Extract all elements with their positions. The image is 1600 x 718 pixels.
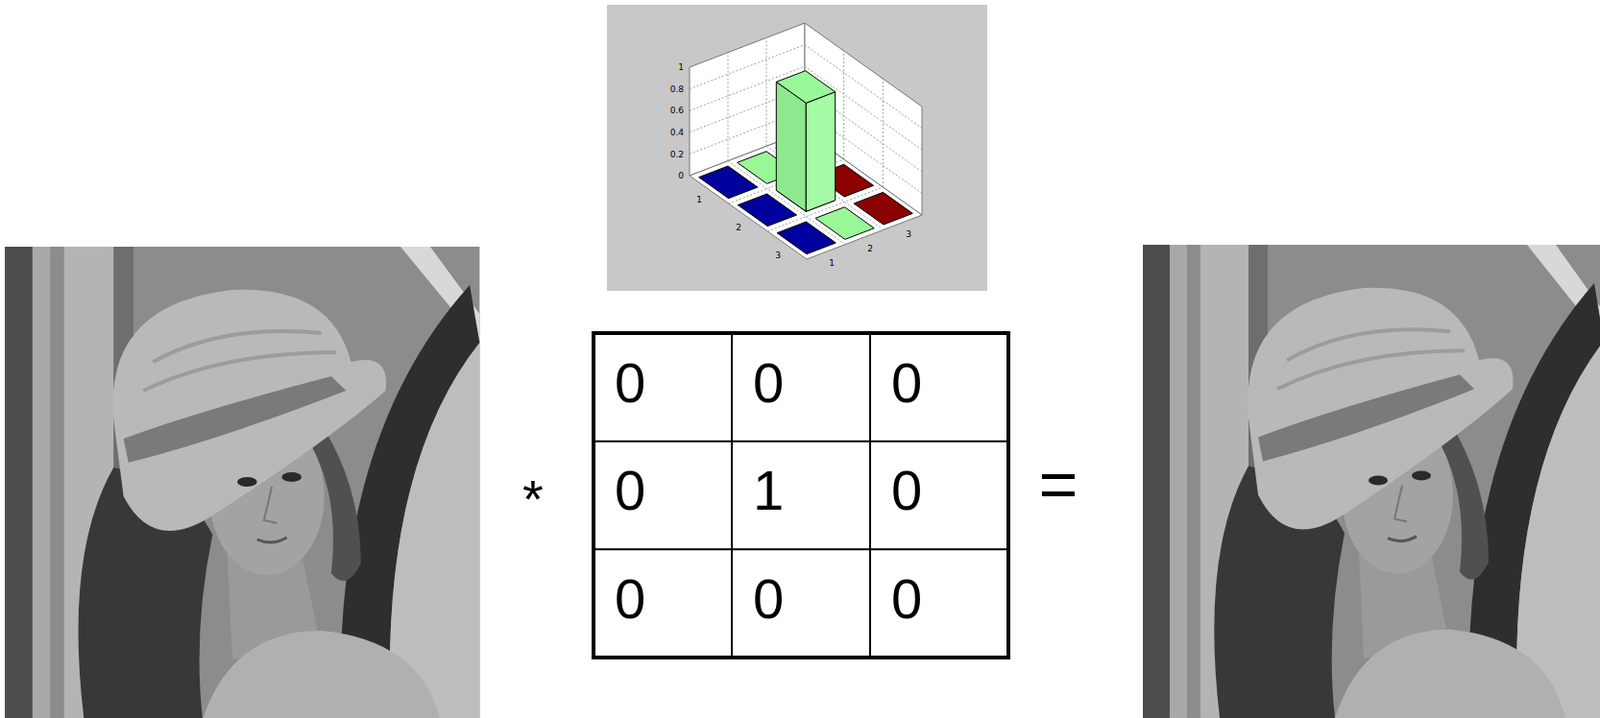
axis-tick: 0.8: [670, 84, 684, 95]
axis-tick: 1: [828, 258, 835, 268]
kernel-value: 0: [891, 351, 922, 416]
axis-tick: 0: [678, 170, 684, 181]
input-image: [4, 246, 480, 718]
axis-tick: 0.6: [670, 105, 684, 116]
bar-tile: [853, 192, 913, 225]
axis-tick: 0.4: [670, 127, 684, 138]
axis-tick: 0.2: [670, 149, 684, 160]
chart-panel: [606, 4, 988, 291]
kernel-value: 0: [614, 351, 646, 416]
axis-tick: 2: [735, 222, 742, 233]
kernel-value: 0: [614, 459, 646, 524]
operator-symbol: =: [1039, 446, 1079, 525]
kernel-value: 0: [891, 567, 922, 632]
kernel-grid: [593, 333, 1009, 658]
kernel-value: 1: [752, 459, 784, 524]
center-bar: [775, 71, 835, 213]
operator-symbol: *: [522, 468, 544, 531]
kernel-value: 0: [752, 567, 784, 632]
kernel-value: 0: [752, 351, 784, 416]
axis-tick: 3: [775, 250, 781, 261]
axis-tick: 1: [678, 62, 684, 73]
kernel-value: 0: [891, 459, 922, 524]
axis-tick: 2: [867, 243, 873, 254]
output-image: [1142, 244, 1600, 718]
axis-tick: 3: [905, 229, 912, 240]
kernel-value: 0: [614, 567, 646, 632]
axis-tick: 1: [696, 194, 703, 205]
chart-right-wall: [804, 23, 922, 216]
